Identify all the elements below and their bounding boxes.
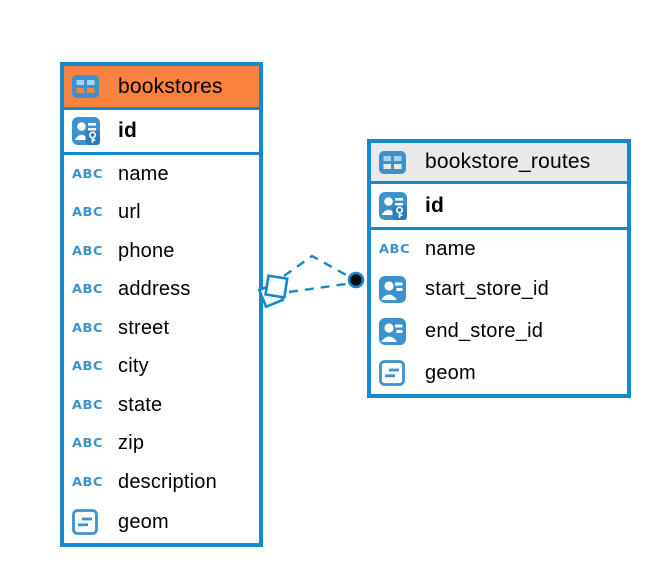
column-row: ABC name xyxy=(371,230,627,268)
column-row: end_store_id xyxy=(371,311,627,353)
column-row: ABC state xyxy=(64,386,259,425)
column-name: geom xyxy=(118,510,169,533)
column-name: zip xyxy=(118,432,145,455)
geometry-type-icon xyxy=(72,509,106,536)
column-name: id xyxy=(118,119,138,142)
primary-key-icon xyxy=(379,191,413,220)
column-name: address xyxy=(118,278,191,301)
reference-type-icon xyxy=(379,318,413,346)
column-name: city xyxy=(118,355,149,378)
column-row-pk: id xyxy=(64,110,259,155)
column-row: start_store_id xyxy=(371,268,627,310)
text-type-icon: ABC xyxy=(72,244,104,259)
table-bookstores[interactable]: bookstores id ABC xyxy=(60,62,263,547)
text-type-icon: ABC xyxy=(72,167,104,182)
text-type-icon: ABC xyxy=(72,321,104,336)
text-type-icon: ABC xyxy=(72,359,104,374)
relationship-line-direct[interactable] xyxy=(288,282,347,294)
column-name: description xyxy=(118,470,217,493)
column-name: name xyxy=(118,162,169,185)
relationship-source-marker-icon[interactable] xyxy=(257,274,289,309)
column-row-pk: id xyxy=(371,184,627,230)
column-name: name xyxy=(425,237,476,260)
column-name: id xyxy=(425,193,445,217)
text-type-icon: ABC xyxy=(72,436,104,451)
text-type-icon: ABC xyxy=(72,398,104,413)
column-name: start_store_id xyxy=(425,277,549,300)
column-row: ABC description xyxy=(64,463,259,502)
column-row: geom xyxy=(371,353,627,394)
table-icon xyxy=(72,75,106,98)
primary-key-icon xyxy=(72,117,106,145)
reference-type-icon xyxy=(379,275,413,303)
column-name: phone xyxy=(118,239,175,262)
table-name: bookstores xyxy=(118,74,223,98)
column-name: url xyxy=(118,201,141,224)
column-row: ABC zip xyxy=(64,425,259,464)
text-type-icon: ABC xyxy=(379,242,411,257)
column-name: street xyxy=(118,316,170,339)
column-name: end_store_id xyxy=(425,320,544,343)
column-row: ABC url xyxy=(64,194,259,233)
relationship-target-marker-icon[interactable] xyxy=(347,271,365,289)
table-bookstores-header[interactable]: bookstores xyxy=(64,66,259,110)
text-type-icon: ABC xyxy=(72,282,104,297)
text-type-icon: ABC xyxy=(72,475,104,490)
relationship-line-bent[interactable] xyxy=(283,254,349,278)
column-row: ABC name xyxy=(64,155,259,194)
column-row: geom xyxy=(64,502,259,544)
table-bookstore-routes-columns: ABC name start_store_id xyxy=(371,230,627,394)
text-type-icon: ABC xyxy=(72,205,104,220)
column-name: geom xyxy=(425,361,476,384)
geometry-type-icon xyxy=(379,360,413,387)
table-bookstore-routes[interactable]: bookstore_routes id ABC xyxy=(367,139,631,398)
table-bookstore-routes-header[interactable]: bookstore_routes xyxy=(371,143,627,184)
column-row: ABC address xyxy=(64,271,259,310)
table-name: bookstore_routes xyxy=(425,150,591,173)
table-bookstores-columns: ABC name ABC url ABC phone ABC address A… xyxy=(64,155,259,543)
column-row: ABC city xyxy=(64,348,259,387)
table-icon xyxy=(379,150,413,174)
column-name: state xyxy=(118,393,163,416)
column-row: ABC phone xyxy=(64,232,259,271)
column-row: ABC street xyxy=(64,309,259,348)
